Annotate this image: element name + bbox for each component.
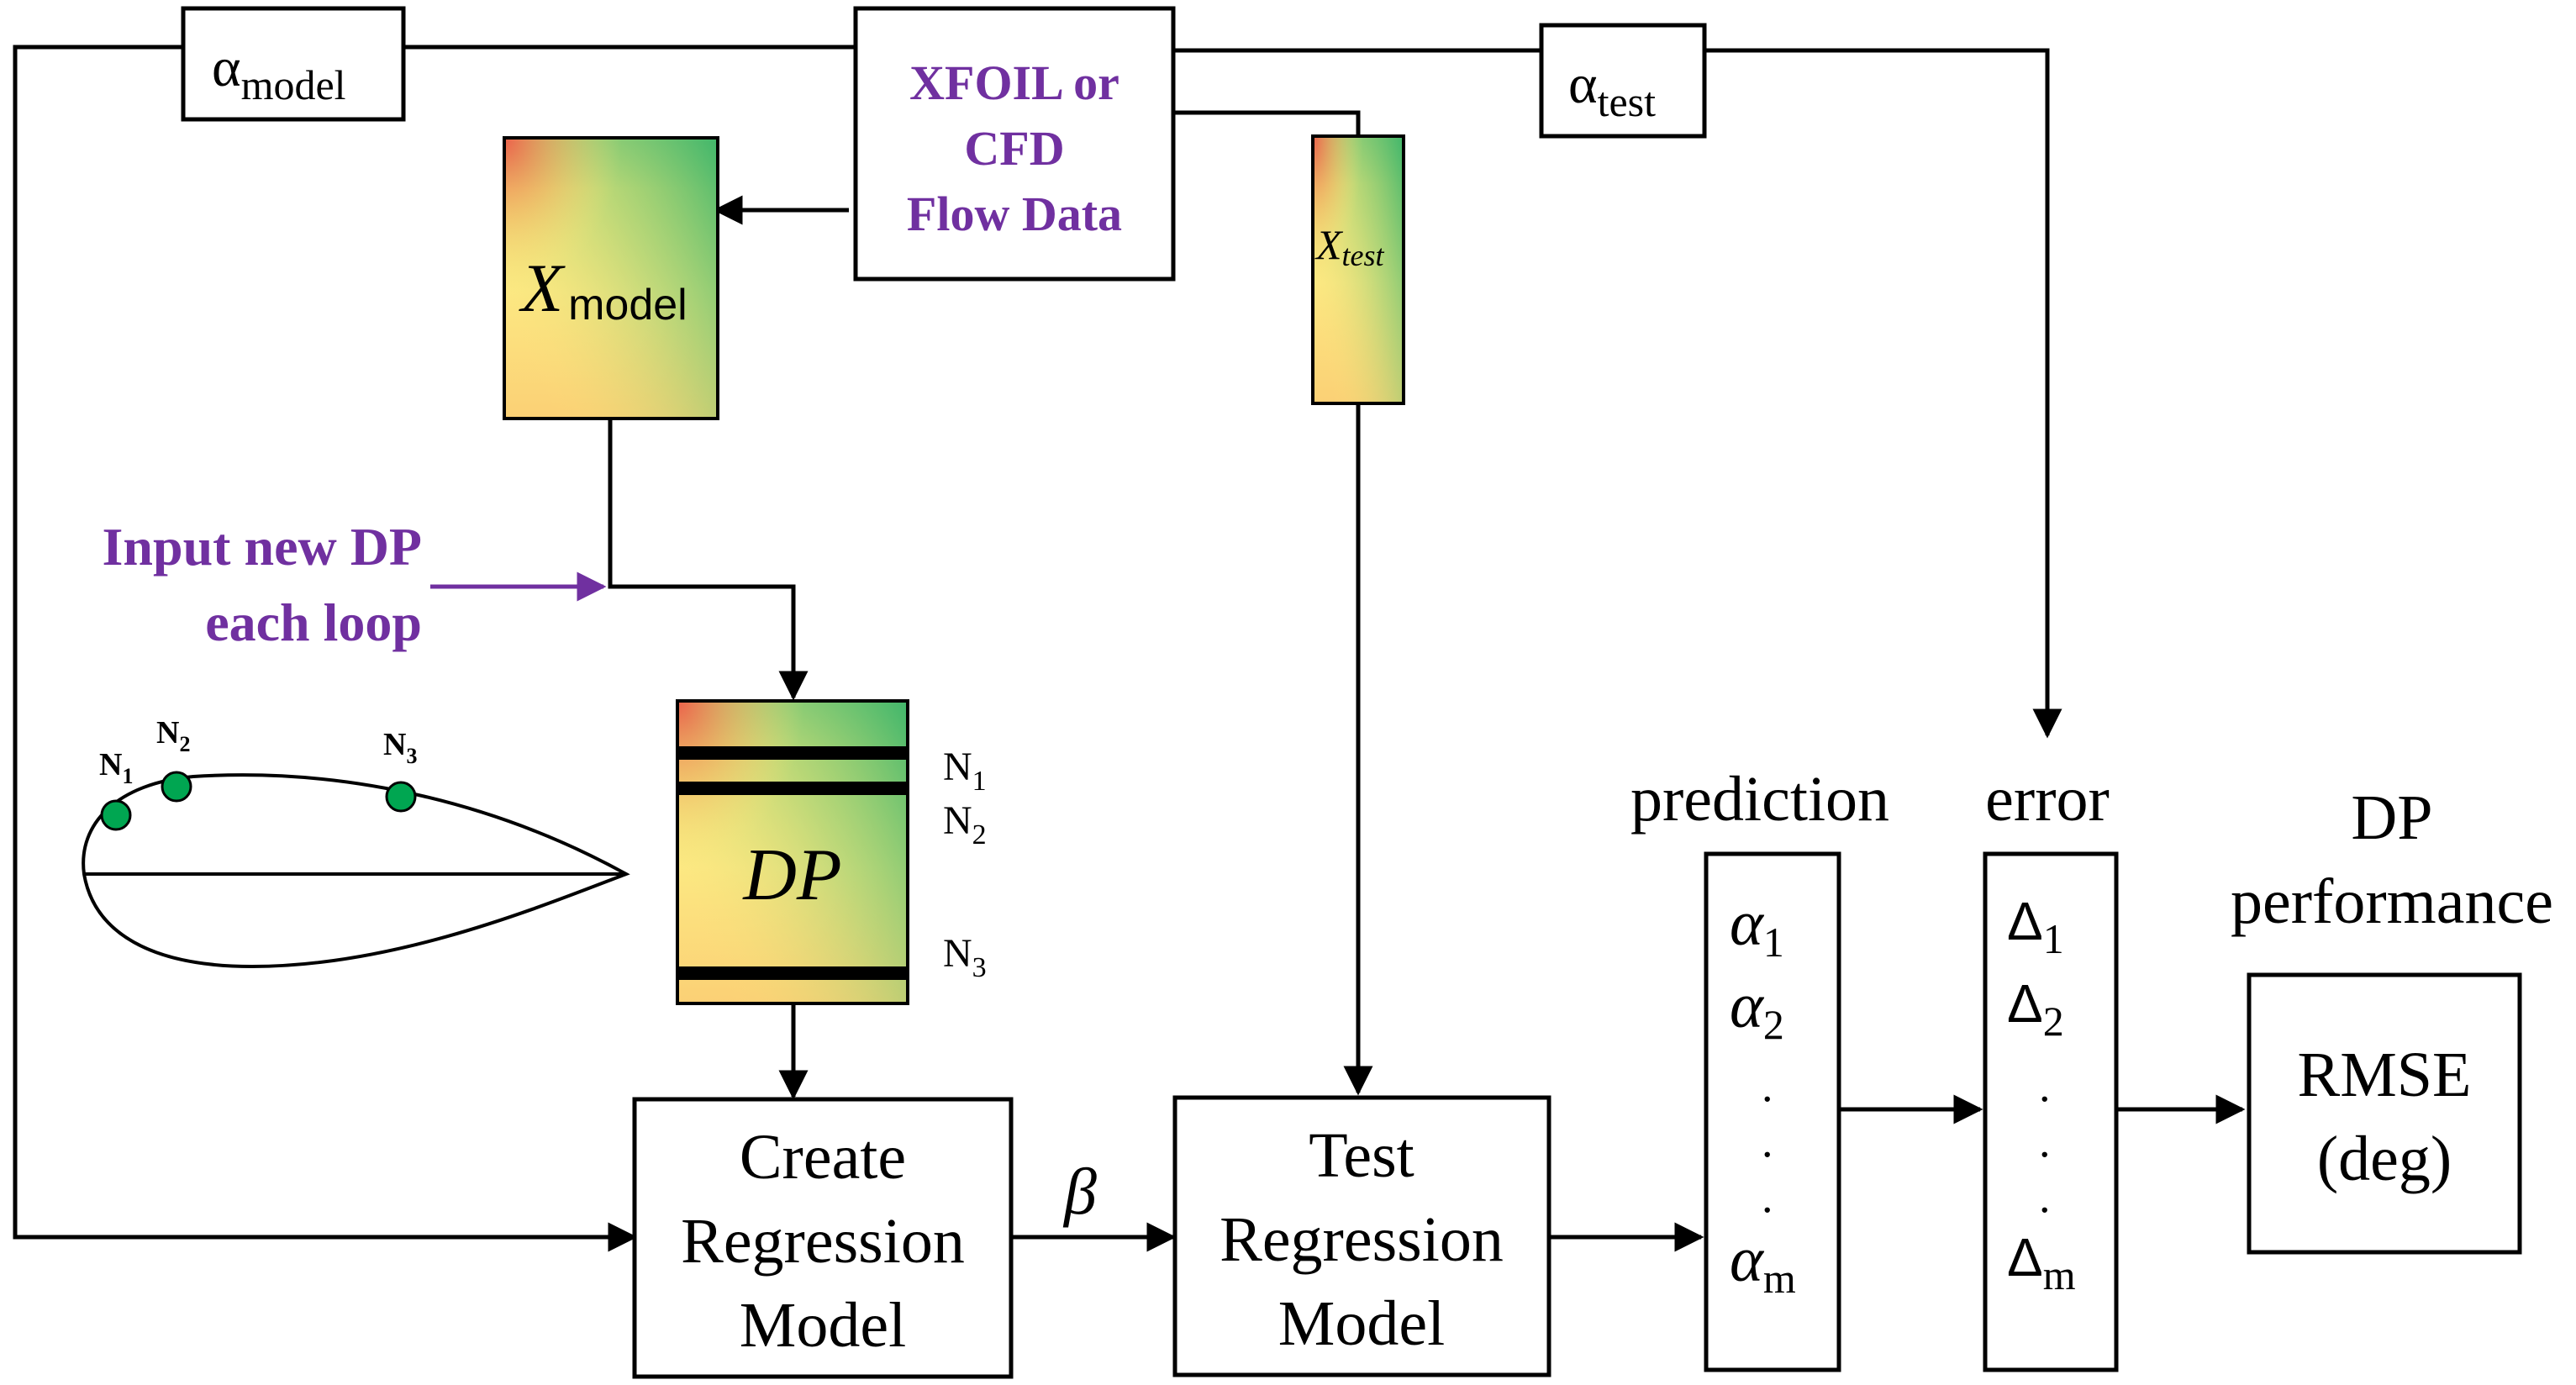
error-vector: Δ1 Δ2 . . . Δm (1983, 851, 2119, 1372)
error-ellipsis-2: . (2039, 1116, 2051, 1166)
prediction-alpha-2: α2 (1730, 971, 1784, 1048)
dp-row-label-n2: N2 (943, 798, 987, 850)
beta-label: β (1062, 1155, 1097, 1228)
dp-label: DP (742, 835, 841, 916)
flow-data-line2: CFD (964, 121, 1064, 176)
prediction-title: prediction (1630, 764, 1889, 835)
airfoil-node-n2-label: N2 (156, 715, 190, 756)
error-delta-1: Δ1 (2007, 891, 2064, 962)
flow-data-source-box: XFOIL or CFD Flow Data (853, 6, 1176, 282)
dp-row-n2 (677, 782, 908, 795)
airfoil-node-n3 (385, 781, 417, 813)
create-model-line2: Regression (681, 1206, 965, 1277)
rmse-box: RMSE (deg) (2247, 972, 2522, 1255)
xmodel-symbol: X (519, 250, 566, 326)
flow-data-to-xtest-line (1173, 110, 1361, 136)
flow-data-to-error-line (1173, 48, 2062, 739)
flow-data-line3: Flow Data (907, 187, 1122, 241)
create-regression-model-box: Create Regression Model (632, 1097, 1014, 1379)
airfoil-node-n1-label: N1 (99, 747, 133, 788)
xtest-matrix: Xtest (1311, 134, 1405, 405)
flow-data-line1: XFOIL or (909, 55, 1119, 110)
prediction-vector: α1 α2 . . . αm (1704, 851, 1841, 1372)
airfoil-outline (82, 773, 630, 969)
xmodel-to-dp-line (608, 419, 809, 701)
error-ellipsis-1: . (2039, 1061, 2051, 1111)
rmse-label: RMSE (2298, 1040, 2472, 1110)
dp-performance-title-line1: DP (2351, 782, 2432, 853)
svg-text:αmodel: αmodel (212, 37, 346, 108)
test-model-line3: Model (1278, 1288, 1445, 1359)
test-regression-model-box: Test Regression Model (1172, 1095, 1551, 1377)
airfoil-sketch: N1 N2 N3 (82, 715, 630, 969)
svg-text:Xtest: Xtest (1314, 221, 1385, 272)
rmse-unit: (deg) (2317, 1124, 2452, 1194)
prediction-ellipsis-3: . (1762, 1172, 1773, 1222)
error-delta-m: Δm (2007, 1227, 2076, 1298)
xtest-subscript: test (1342, 239, 1385, 272)
test-model-line1: Test (1309, 1120, 1414, 1191)
dp-row-label-n3: N3 (943, 931, 987, 983)
alpha-test-symbol: α (1568, 54, 1598, 115)
alpha-test-subscript: test (1598, 78, 1657, 125)
airfoil-node-n2 (161, 771, 192, 803)
dp-performance-title-line2: performance (2231, 866, 2553, 937)
alpha-test-box: αtest (1539, 23, 1707, 139)
prediction-alpha-m: αm (1730, 1224, 1796, 1302)
prediction-ellipsis-2: . (1762, 1116, 1773, 1166)
alpha-model-subscript: model (241, 61, 346, 108)
prediction-ellipsis-1: . (1762, 1061, 1773, 1111)
dp-row-label-n1: N1 (943, 745, 987, 797)
alpha-model-box: αmodel (181, 6, 406, 122)
dp-row-n1 (677, 746, 908, 760)
prediction-alpha-1: α1 (1730, 888, 1784, 966)
error-ellipsis-3: . (2039, 1172, 2051, 1222)
dp-matrix: DP (676, 699, 909, 1005)
connectors (13, 45, 2246, 1252)
create-model-line1: Create (740, 1122, 906, 1193)
error-delta-2: Δ2 (2007, 973, 2064, 1045)
create-model-line3: Model (740, 1290, 906, 1361)
airfoil-node-n1 (100, 799, 132, 831)
error-title: error (1985, 764, 2110, 835)
dp-row-n3 (677, 966, 908, 980)
xtest-symbol: X (1314, 221, 1344, 268)
input-note-line2: each loop (205, 592, 422, 652)
airfoil-node-n3-label: N3 (383, 727, 417, 768)
svg-text:αtest: αtest (1568, 54, 1656, 125)
alpha-model-to-create-model-line (13, 45, 856, 1252)
xmodel-subscript: model (568, 281, 687, 329)
input-note-line1: Input new DP (102, 517, 422, 577)
alpha-model-symbol: α (212, 37, 241, 98)
test-model-line2: Regression (1220, 1204, 1504, 1275)
